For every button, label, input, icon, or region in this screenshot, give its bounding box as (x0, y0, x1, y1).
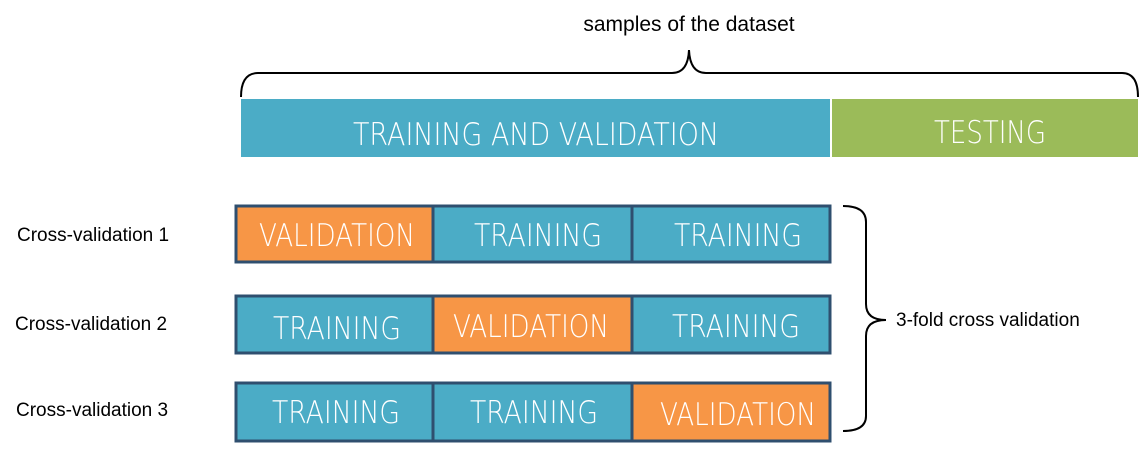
dataset-title: samples of the dataset (583, 13, 794, 36)
fold-3-segment-1-label: TRAINING (272, 395, 400, 431)
train-validation-label: TRAINING AND VALIDATION (353, 117, 719, 153)
fold-1-segment-1-label: VALIDATION (259, 218, 415, 254)
fold-2-segment-1-label: TRAINING (273, 311, 401, 347)
testing-block (832, 99, 1138, 157)
folds-brace-label: 3-fold cross validation (896, 310, 1080, 331)
dataset-brace (240, 49, 1139, 98)
fold-row-1: Cross-validation 1 VALIDATION TRAINING T… (17, 204, 832, 264)
fold-2-segment-3-label: TRAINING (672, 309, 800, 345)
fold-1-segment-1 (234, 204, 435, 264)
folds-brace (842, 205, 887, 432)
fold-3-segment-3 (630, 381, 832, 443)
fold-row-3: Cross-validation 3 TRAINING TRAINING VAL… (16, 381, 832, 443)
train-validation-block (241, 99, 830, 157)
fold-3-segment-1 (234, 381, 435, 443)
fold-2-segment-1 (234, 294, 435, 355)
fold-2-segment-3 (630, 294, 832, 355)
fold-3-segment-3-label: VALIDATION (660, 397, 816, 433)
fold-3-segment-2 (431, 381, 634, 443)
fold-1-segment-2-label: TRAINING (474, 218, 602, 254)
fold-3-segment-2-label: TRAINING (470, 395, 598, 431)
fold-row-2: Cross-validation 2 TRAINING VALIDATION T… (15, 294, 832, 355)
fold-label: Cross-validation 1 (17, 225, 169, 246)
testing-label: TESTING (934, 115, 1046, 151)
fold-2-segment-2-label: VALIDATION (453, 309, 609, 345)
fold-1-segment-3-label: TRAINING (674, 218, 802, 254)
fold-1-segment-3 (630, 204, 832, 264)
fold-label: Cross-validation 3 (16, 400, 168, 421)
fold-label: Cross-validation 2 (15, 314, 167, 335)
fold-2-segment-2 (431, 294, 634, 355)
